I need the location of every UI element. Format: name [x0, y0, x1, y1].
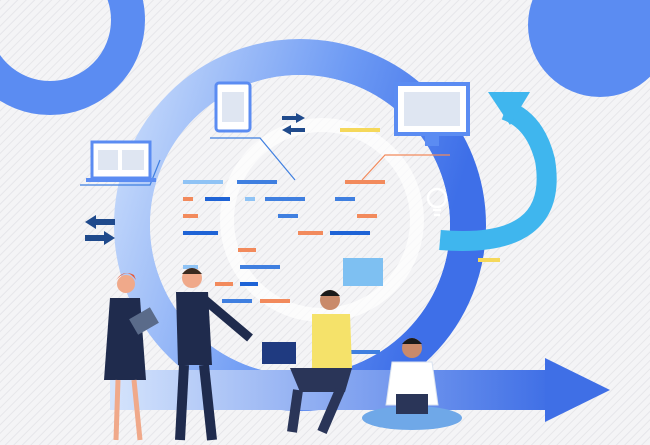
monitor-icon: [394, 82, 470, 146]
swap-arrows-icon: [282, 113, 305, 135]
top-left-ring: [0, 0, 145, 115]
lightbulb-icon: [426, 187, 448, 217]
person-man-sitting: [362, 338, 462, 430]
person-woman-with-tablet: [104, 273, 159, 441]
person-man-standing: [175, 268, 253, 441]
laptop-icon: [86, 140, 156, 182]
connector-lines: [80, 137, 450, 186]
tablet-icon: [214, 81, 252, 133]
top-right-circle: [528, 0, 650, 97]
person-man-with-laptop: [262, 290, 352, 434]
swap-arrows-icon: [85, 215, 115, 245]
cycle-arrow-icon: [439, 92, 557, 251]
gantt-chart: [183, 180, 385, 354]
